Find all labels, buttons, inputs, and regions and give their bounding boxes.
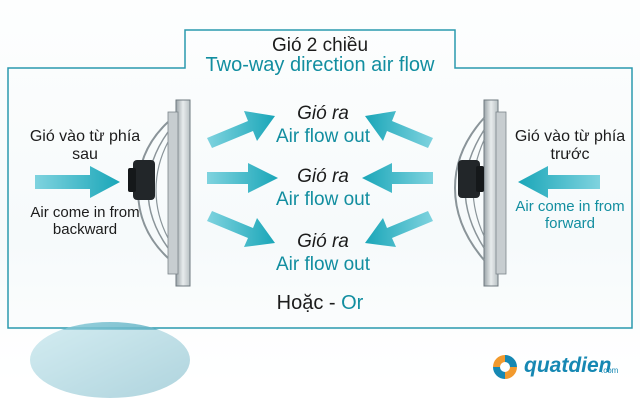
swirl-logo-icon bbox=[492, 354, 518, 380]
or-vietnamese: Hoặc bbox=[276, 292, 324, 314]
output-1-vietnamese: Gió ra bbox=[297, 103, 349, 124]
or-english: Or bbox=[341, 292, 364, 314]
or-divider: Hoặc - Or bbox=[0, 292, 640, 315]
left-inlet-english: Air come in from backward bbox=[30, 204, 140, 238]
left-outlet-arrows bbox=[207, 111, 278, 247]
output-1-english: Air flow out bbox=[276, 126, 370, 147]
output-3-english: Air flow out bbox=[276, 254, 370, 275]
logo-name: quatdien bbox=[524, 354, 612, 377]
output-3-vietnamese: Gió ra bbox=[297, 231, 349, 252]
output-2-english: Air flow out bbox=[276, 189, 370, 210]
left-inlet-vietnamese: Gió vào từ phía sau bbox=[29, 128, 141, 163]
title-vietnamese: Gió 2 chiều bbox=[271, 35, 369, 56]
right-outlet-arrows bbox=[362, 111, 433, 247]
title-english: Two-way direction air flow bbox=[205, 54, 435, 76]
right-inlet-vietnamese: Gió vào từ phía trước bbox=[514, 128, 626, 163]
right-inlet-arrow bbox=[518, 166, 600, 198]
right-fan bbox=[453, 99, 507, 287]
or-separator: - bbox=[323, 292, 342, 314]
title-frame bbox=[7, 29, 633, 329]
left-inlet-arrow bbox=[35, 166, 120, 198]
right-inlet-english: Air come in from forward bbox=[515, 198, 625, 232]
quatdien-logo: quatdien .com bbox=[490, 352, 630, 382]
left-fan bbox=[128, 99, 191, 287]
logo-suffix: .com bbox=[601, 366, 619, 375]
output-2-vietnamese: Gió ra bbox=[297, 166, 349, 187]
